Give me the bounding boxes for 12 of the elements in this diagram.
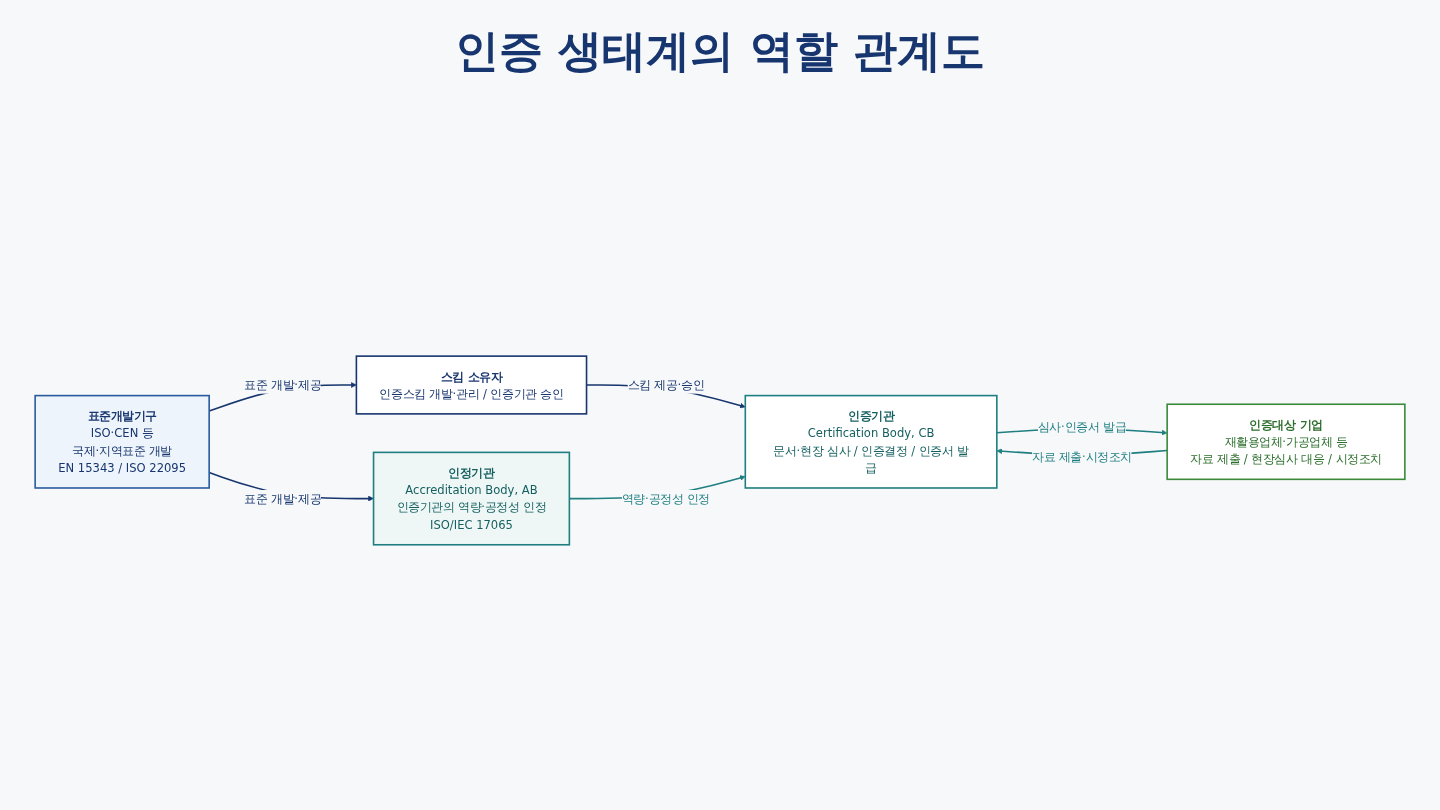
edge-label: 표준 개발·제공 [244,377,322,392]
node-box: 스킴 소유자 인증스킴 개발·관리 / 인증기관 승인 [355,354,588,415]
edge-label: 역량·공정성 인정 [621,491,711,505]
node-box: 인증대상 기업 재활용업체·가공업체 등 자료 제출 / 현장심사 대응 / 시정조치 [1166,403,1406,480]
node-box: 표준개발기구 ISO·CEN 등 국제·지역표준 개발 EN 15343 / ISO 22095 [34,394,210,489]
edge-label: 스킴 제공·승인 [627,377,705,392]
node-box: 인증기관 Certification Body, CB 문서·현장 심사 / 인증결정 / 인증서 발급 [744,394,998,489]
edge-label: 심사·인증서 발급 [1037,419,1127,433]
node-box: 인정기관 Accreditation Body, AB 인증기관의 역량·공정성 인정 ISO/IEC 17065 [372,451,571,546]
diagram-title: 인증 생태계의 역할 관계도 [454,24,986,78]
edge-label: 표준 개발·제공 [244,491,322,505]
edge-label: 자료 제출·시정조치 [1032,449,1132,464]
